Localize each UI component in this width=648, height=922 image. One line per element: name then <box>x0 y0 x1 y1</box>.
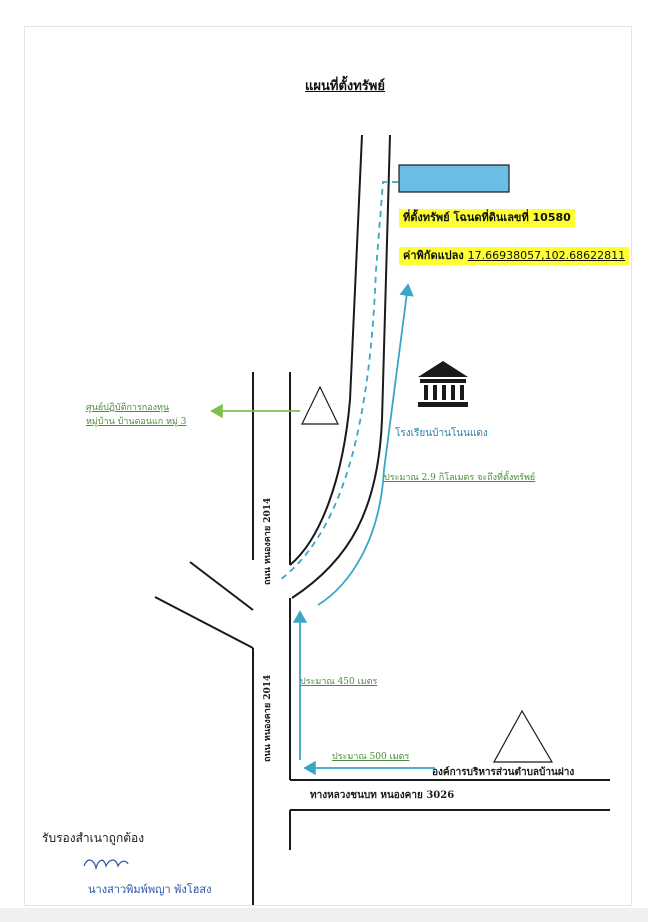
certified-copy-text: รับรองสำเนาถูกต้อง <box>42 831 145 845</box>
center-label-line1: ศูนย์ปฏิบัติการกองทุน <box>86 403 170 413</box>
distance-500m: ประมาณ 500 เมตร <box>332 752 410 762</box>
coords-caption: ค่าพิกัดแปลง <box>403 249 464 262</box>
main-road-right-edge <box>291 134 391 599</box>
highway-label: ทางหลวงชนบท หนองคาย 3026 <box>310 790 455 801</box>
school-label: โรงเรียนบ้านโนนแดง <box>395 428 488 439</box>
dashed-access-path <box>279 181 398 581</box>
sao-label: องค์การบริหารส่วนตำบลบ้านฝาง <box>432 767 575 778</box>
property-parcel-label: ที่ตั้งทรัพย์ โฉนดที่ดินเลขที่ 10580 <box>399 209 575 228</box>
parcel-text: ที่ตั้งทรัพย์ โฉนดที่ดินเลขที่ 10580 <box>403 211 571 224</box>
route-arrow-to-property <box>317 283 414 606</box>
school-building-icon <box>418 361 468 407</box>
scan-bottom-strip <box>0 908 648 922</box>
road-2014-lower-label: ถนน หนองคาย 2014 <box>263 674 273 762</box>
signature-scribble <box>83 859 129 871</box>
coords-value: 17.66938057,102.68622811 <box>467 249 626 262</box>
main-road-left-edge <box>289 134 363 566</box>
center-label-line2: หมู่บ้าน บ้านดอนแก หมู่ 3 <box>86 417 187 427</box>
signer-name: นางสาวพิมพ์พญา พังโฮสง <box>88 883 212 896</box>
distance-to-property: ประมาณ 2.9 กิโลเมตร จะถึงที่ตั้งทรัพย์ <box>384 473 536 483</box>
property-coords-label: ค่าพิกัดแปลง 17.66938057,102.68622811 <box>399 247 630 266</box>
branch-road-upper <box>189 561 254 611</box>
map-title: แผนที่ตั้งทรัพย์ <box>305 79 385 94</box>
property-plot-box <box>398 164 510 193</box>
triangle-marker-icon <box>301 385 339 425</box>
triangle-marker-icon <box>492 709 554 763</box>
page-frame <box>24 26 632 906</box>
road-2014-upper-label: ถนน หนองคาย 2014 <box>263 497 273 585</box>
distance-450m: ประมาณ 450 เมตร <box>300 677 378 687</box>
branch-road-lower <box>154 596 254 649</box>
